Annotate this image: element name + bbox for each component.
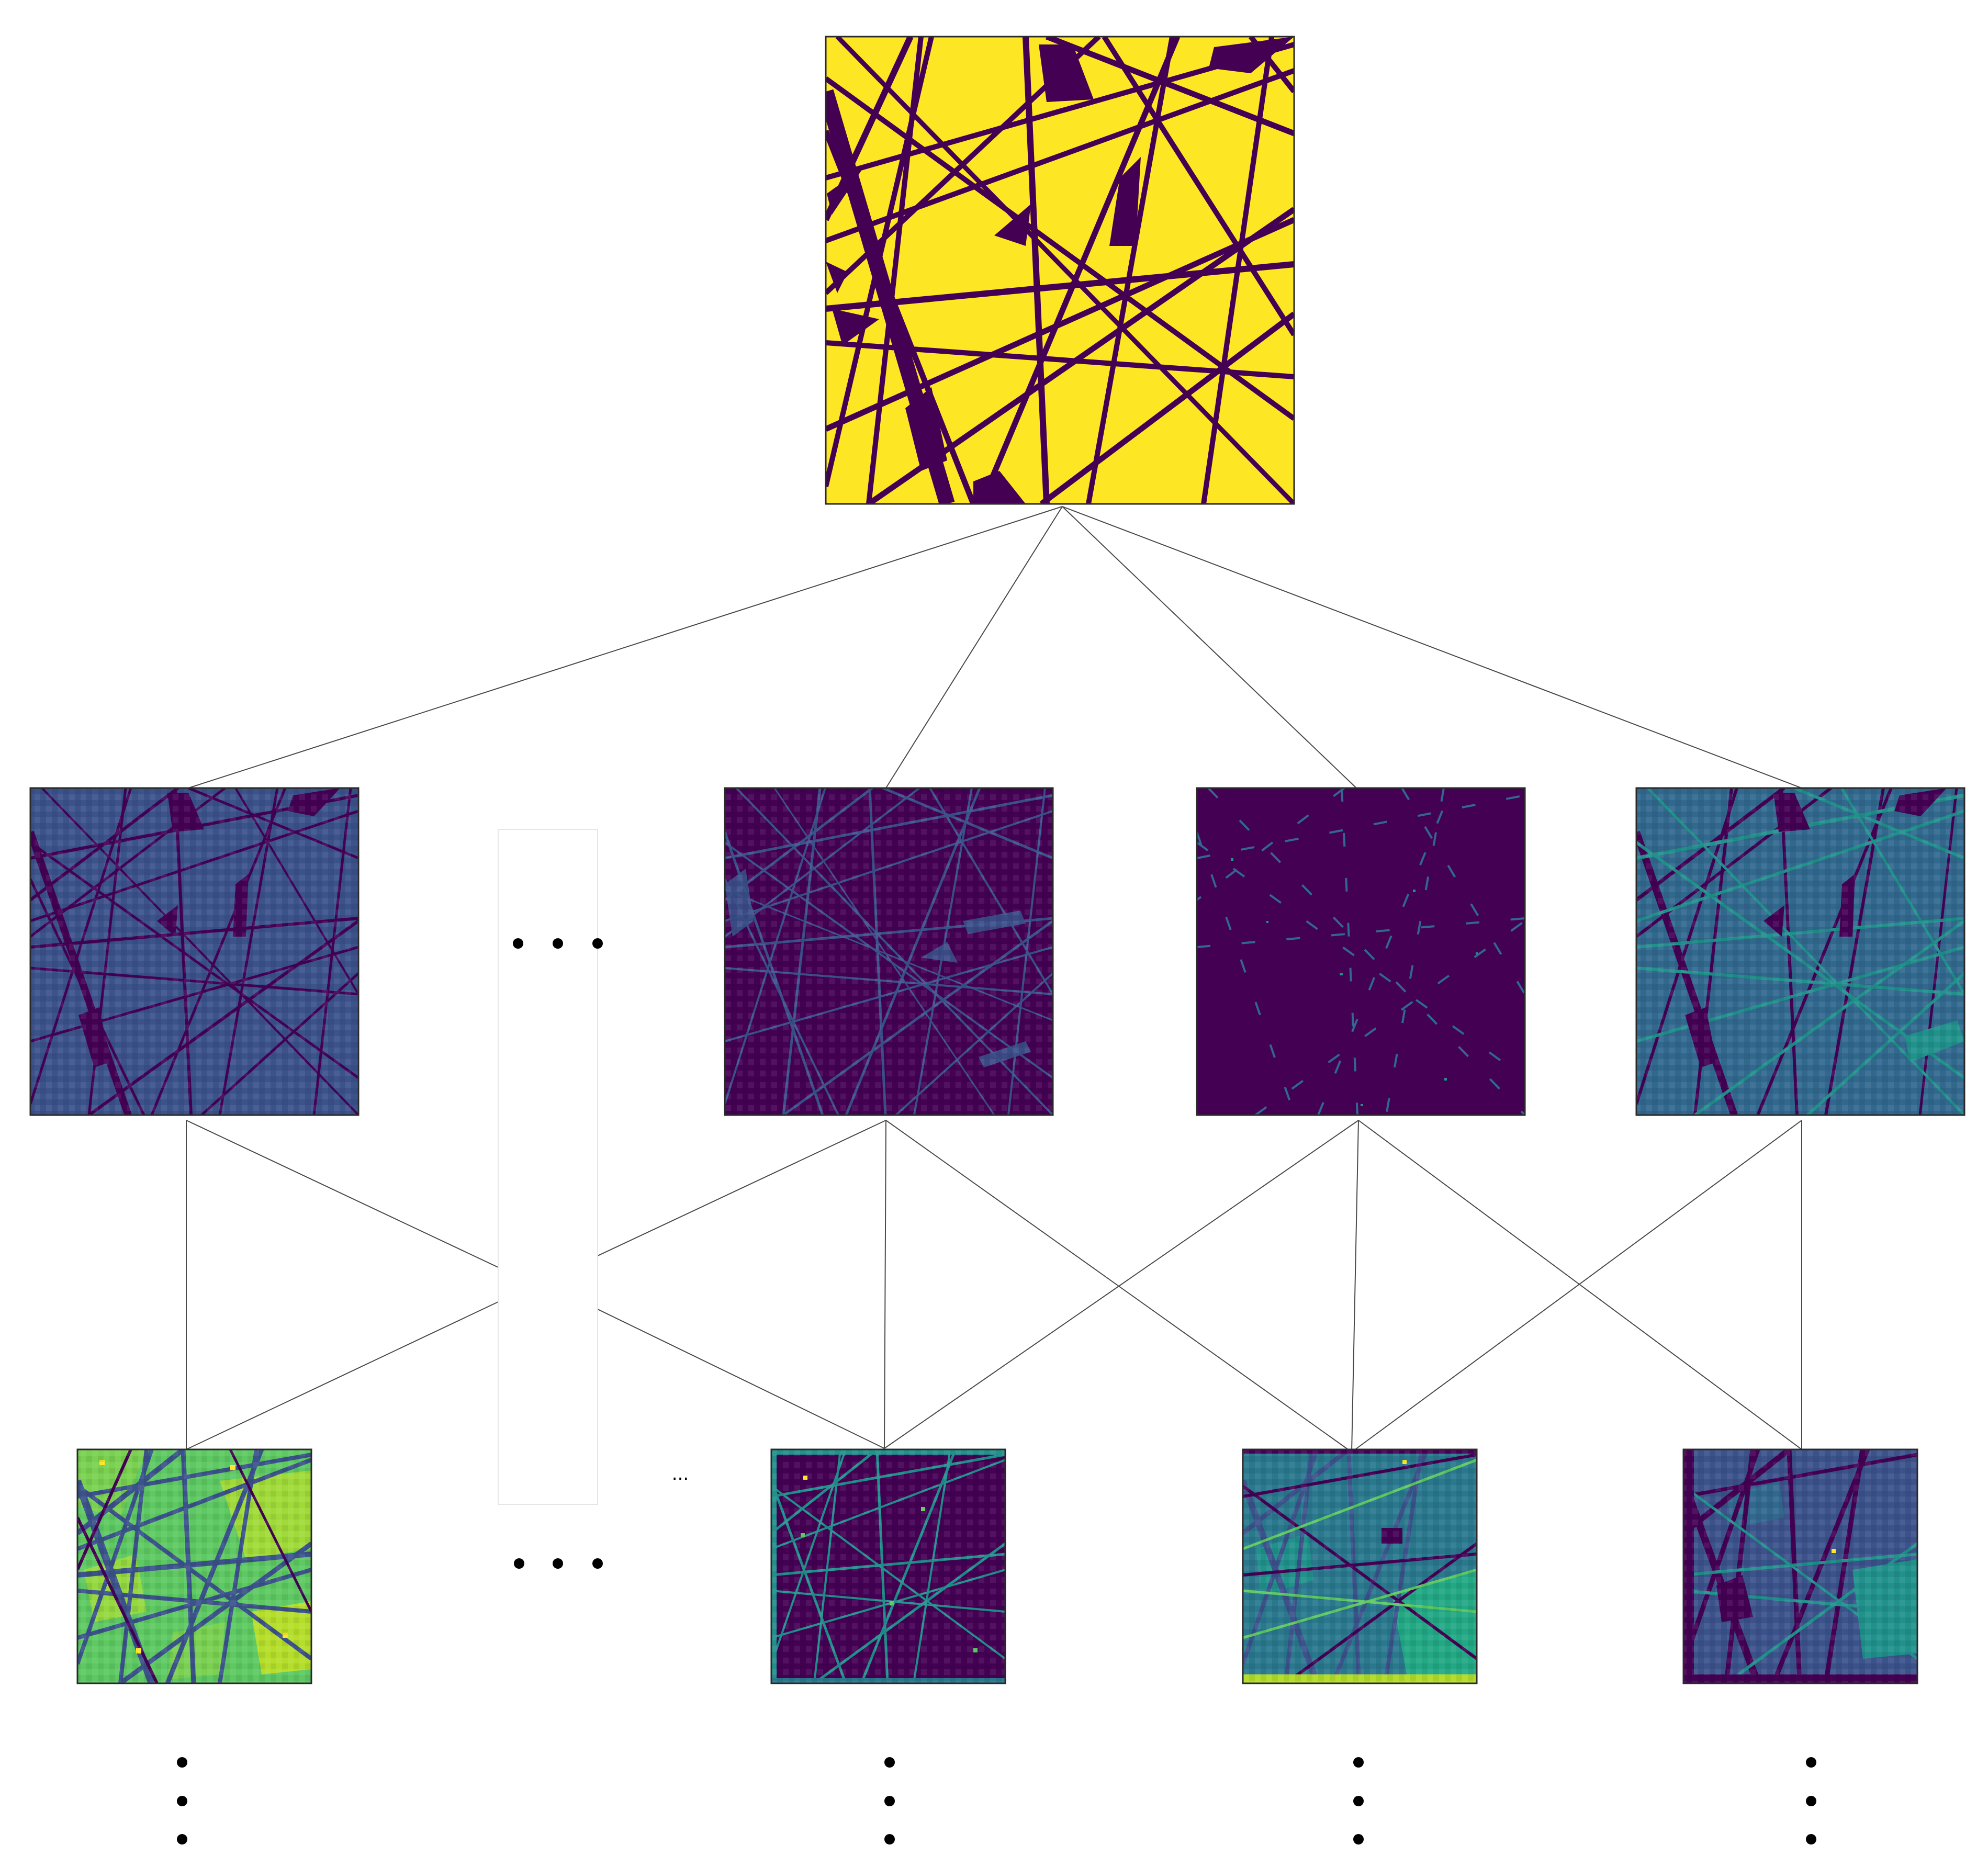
edge-input-feature-1-1	[188, 506, 1063, 789]
feature-map-1-3	[1196, 787, 1526, 1116]
feature-map-1-4	[1635, 787, 1965, 1116]
horizontal-ellipsis-dots-level-1	[513, 938, 603, 949]
edge-feature-1-3-feature-2-2	[884, 1120, 1359, 1449]
edge-feature-1-3-feature-2-4	[1358, 1120, 1802, 1450]
feature-map-2-4	[1682, 1448, 1918, 1684]
edge-placeholder-feature-2-1	[186, 1301, 499, 1450]
feature-map-2-3	[1242, 1448, 1478, 1684]
edge-input-feature-1-2	[885, 506, 1063, 789]
connector-lines	[186, 506, 1802, 1453]
small-ellipsis-label: ...	[672, 1464, 689, 1484]
edge-feature-1-2-feature-2-2	[884, 1120, 886, 1449]
edge-feature-1-4-feature-2-3	[1351, 1120, 1802, 1453]
edge-feature-1-1-placeholder	[186, 1120, 499, 1268]
vertical-ellipsis-dots-column-2	[884, 1757, 895, 1844]
edge-input-feature-1-3	[1062, 506, 1357, 789]
vertical-ellipsis-dots-column-1	[177, 1757, 187, 1844]
edge-feature-1-2-placeholder	[597, 1120, 886, 1256]
input-image	[825, 36, 1295, 505]
vertical-ellipsis-dots-column-4	[1806, 1757, 1816, 1844]
omitted-features-placeholder	[498, 829, 598, 1505]
feature-map-2-2	[770, 1448, 1006, 1684]
feature-map-1-1	[29, 787, 360, 1116]
edge-placeholder-feature-2-2	[597, 1309, 885, 1449]
edge-feature-1-3-feature-2-3	[1351, 1120, 1359, 1453]
edge-input-feature-1-4	[1062, 506, 1802, 789]
feature-map-1-2	[724, 787, 1054, 1116]
horizontal-ellipsis-dots-level-2	[514, 1558, 603, 1569]
feature-map-2-1	[76, 1448, 312, 1684]
vertical-ellipsis-dots-column-3	[1353, 1757, 1364, 1844]
